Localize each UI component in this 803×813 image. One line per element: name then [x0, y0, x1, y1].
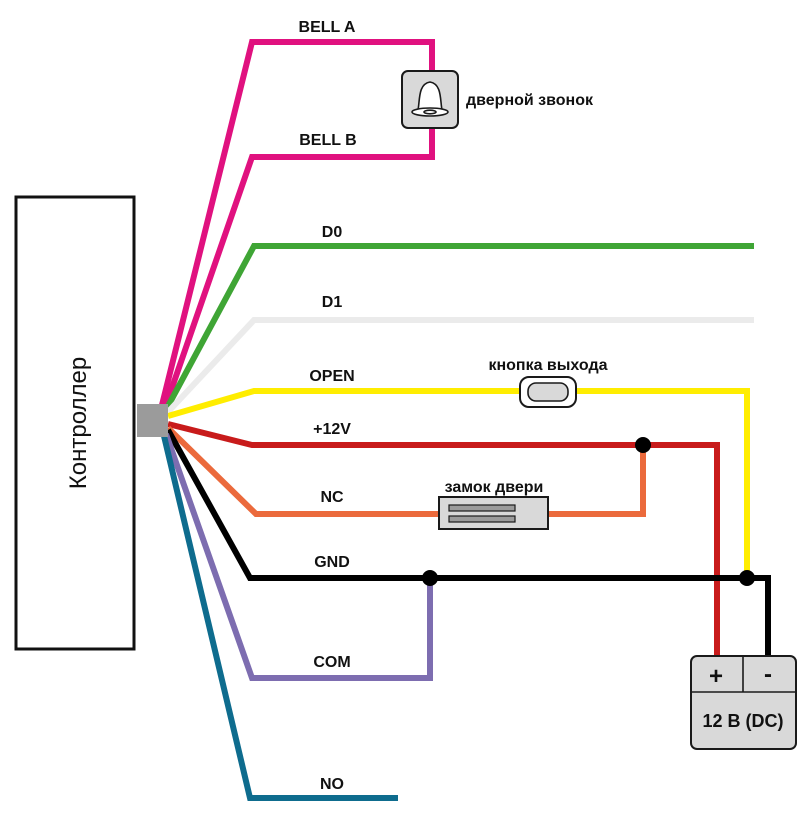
lock-bar-bottom — [448, 515, 516, 523]
junction-gnd-open — [739, 570, 755, 586]
wire-gnd — [165, 428, 771, 660]
wire-label-bell-a: BELL A — [299, 19, 356, 36]
wire-open-right — [576, 388, 750, 578]
junction-gnd-com — [422, 570, 438, 586]
wire-open — [167, 388, 520, 419]
exit-button: кнопка выхода — [488, 357, 608, 408]
power-supply-label: 12 В (DC) — [702, 711, 783, 731]
door-lock: замок двери — [438, 479, 549, 530]
wire-label-nc: NC — [320, 489, 344, 506]
wire-label-plus12v: +12V — [313, 421, 351, 438]
push-button-icon — [527, 382, 569, 402]
wire-label-com: COM — [313, 654, 350, 671]
doorbell-label: дверной звонок — [466, 92, 594, 109]
doorbell: дверной звонок — [401, 70, 594, 129]
controller-label: Контроллер — [65, 357, 92, 489]
lock-bar-top — [448, 504, 516, 512]
exit-button-label: кнопка выхода — [488, 357, 607, 374]
wire-d1 — [165, 317, 754, 415]
power-supply-minus: - — [764, 661, 772, 688]
wire-bell-a — [159, 39, 435, 406]
wire-nc — [165, 425, 440, 517]
power-supply: + - 12 В (DC) — [690, 655, 797, 750]
wire-plus12v — [167, 421, 720, 660]
wire-label-no: NO — [320, 776, 344, 793]
door-lock-label: замок двери — [445, 479, 544, 496]
wire-label-d0: D0 — [322, 224, 343, 241]
wire-d0 — [164, 243, 754, 410]
power-supply-plus: + — [709, 663, 723, 690]
wire-nc-right — [548, 445, 646, 517]
magnetic-lock-icon — [438, 496, 549, 530]
junction-12v-nc — [635, 437, 651, 453]
wire-label-d1: D1 — [322, 294, 343, 311]
controller-connector — [137, 404, 168, 437]
wire-label-bell-b: BELL B — [299, 132, 356, 149]
wire-com — [163, 433, 433, 681]
wire-label-open: OPEN — [309, 368, 354, 385]
controller-box — [14, 195, 136, 651]
bell-icon — [411, 81, 449, 117]
wire-bell-b — [163, 128, 435, 406]
wire-label-gnd: GND — [314, 554, 350, 571]
wire-no — [161, 435, 398, 801]
